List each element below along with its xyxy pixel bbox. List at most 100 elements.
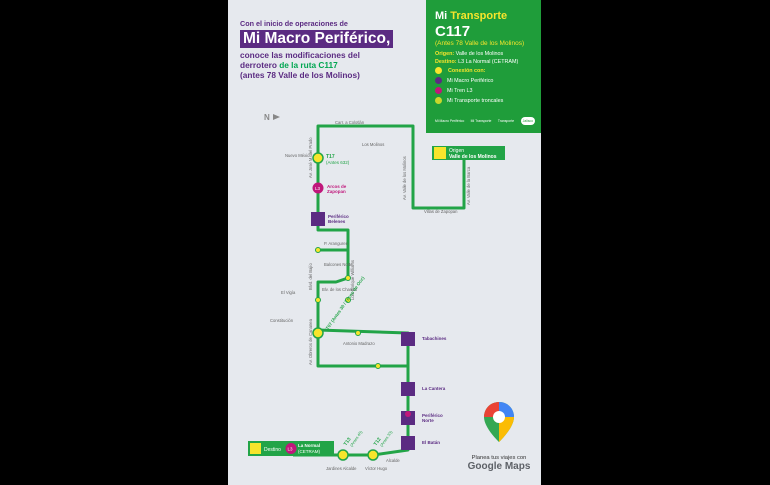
stop-sublabel: (Antes 33): [379, 429, 394, 448]
stop-label: Periférico: [328, 214, 349, 219]
l3-icon: L3: [315, 186, 321, 191]
stop-tabachines: Tabachines: [401, 332, 447, 346]
stop-sublabel: (Antes 632): [326, 160, 350, 165]
stop-periferico-belenes: Periférico Belenes: [311, 212, 349, 226]
street-label: Carr. a Colotlán: [335, 120, 365, 125]
stop-arcos-zapopan: L3 Arcos de Zapopan: [312, 182, 347, 194]
stop-periferico-norte: Periférico Norte: [401, 411, 443, 425]
connection-check: [435, 67, 447, 74]
check-icon: [435, 67, 442, 74]
street-label: El Vigía: [281, 290, 296, 295]
origin-value: Valle de los Molinos: [454, 51, 504, 57]
footer-logos: Mi Macro Periférico Mi Transporte Transp…: [435, 114, 535, 128]
connection-title: Conexión con:: [448, 68, 486, 74]
connection-l3: Mi Tren L3: [435, 87, 472, 94]
stop-dot: [355, 330, 361, 336]
street-label: Av. Valle de la Barca: [466, 166, 471, 205]
route-formerly: (Antes 78 Valle de los Molinos): [435, 40, 525, 47]
logo-jalisco: Jalisco: [520, 117, 535, 125]
connection-macro: Mi Macro Periférico: [435, 77, 493, 84]
connection-troncales: Mi Transporte troncales: [435, 97, 503, 104]
google-maps-caption: Planea tus viajes con: [471, 455, 527, 461]
origin-row: Origen: Valle de los Molinos: [435, 51, 503, 57]
headline-line-3: conoce las modificaciones del derrotero …: [240, 50, 415, 70]
connection-label: Mi Macro Periférico: [447, 77, 494, 84]
headline-line-3b: derrotero: [240, 60, 280, 70]
destination-name: La Normal: [298, 443, 320, 448]
origin-name: Valle de los Molinos: [449, 154, 497, 160]
headline-line-4: (antes 78 Valle de los Molinos): [240, 70, 360, 80]
headline-line-3a: conoce las modificaciones del: [240, 50, 360, 60]
brand-b: Transporte: [450, 10, 508, 22]
stop-la-cantera: La Cantera: [401, 382, 446, 396]
street-label: Antonio Madrazo: [343, 341, 375, 346]
stop-dot: [315, 297, 321, 303]
stop-label: El Batán: [422, 440, 440, 445]
stop-label: T13: [343, 436, 353, 447]
street-label: Balcones Norte: [324, 262, 353, 267]
route-info-panel: Mi Transporte C117 (Antes 78 Valle de lo…: [426, 0, 541, 133]
stop-label: Periférico: [422, 413, 443, 418]
street-label: Av. Valle de los Molinos: [402, 156, 407, 200]
stop-label: Arcos de: [327, 184, 347, 189]
street-label: Villas de Zapopan: [424, 209, 458, 214]
stop-sublabel: Belenes: [328, 219, 346, 224]
street-label: Nuevo México: [285, 153, 312, 158]
headline-highlight: Mi Macro Periférico,: [240, 30, 394, 48]
stop-label: T17: [326, 154, 335, 160]
route-map: N Carr. a Colotlán Los Molinos Av. Valle…: [248, 113, 505, 471]
connection-label: Mi Transporte troncales: [447, 97, 504, 104]
stop-dot: [345, 297, 351, 303]
origin-label: Origen:: [435, 51, 455, 57]
brand: Mi Transporte: [435, 10, 507, 22]
stop-sublabel: (Antes 45): [349, 429, 364, 448]
route-number: C117: [435, 23, 471, 40]
brand-a: Mi: [435, 10, 451, 22]
headline-route: de la ruta C117: [279, 60, 338, 70]
street-label: Blvd. del Bajío: [308, 263, 313, 290]
l3-icon: L3: [288, 447, 294, 452]
street-label: Av. Obreros de Cananea: [308, 318, 313, 365]
stop-el-baton: El Batán: [401, 436, 440, 450]
route-line: [293, 124, 466, 457]
stop-sublabel: Zapopan: [327, 189, 346, 194]
street-label: Alcalde: [386, 458, 400, 463]
street-label: Luis Enrique Williams: [350, 260, 355, 300]
connection-label: Mi Tren L3: [447, 87, 473, 94]
origin-marker: Origen Valle de los Molinos: [432, 146, 505, 160]
street-label: Blv. de los Charros: [322, 287, 357, 292]
google-maps-pin-icon: [484, 402, 514, 442]
street-label: Jardines Alcalde: [326, 466, 357, 471]
street-label: Constitución: [270, 318, 294, 323]
street-label: Av. José M. del Prado: [308, 137, 313, 178]
destination-value: L3 La Normal (CETRAM): [456, 59, 519, 65]
street-label: P. Aranguren: [324, 241, 349, 246]
stop-t17: T17 (Antes 632): [312, 152, 350, 165]
stop-dot: [345, 275, 351, 281]
headline: Con el inicio de operaciones de Mi Macro…: [240, 19, 415, 80]
stop-label: La Cantera: [422, 386, 446, 391]
destination-marker: Destino L3 La Normal (CETRAM): [248, 441, 334, 456]
headline-line-1: Con el inicio de operaciones de: [240, 19, 348, 28]
infographic-canvas: Con el inicio de operaciones de Mi Macro…: [228, 0, 541, 485]
train-icon: [435, 87, 442, 94]
stop-dot: [375, 363, 381, 369]
origin-tag: Origen: [449, 148, 464, 154]
street-label: Víctor Hugo: [365, 466, 388, 471]
north-arrow-icon: N: [264, 113, 280, 122]
route-loop: [316, 248, 408, 368]
bus-icon: [435, 77, 442, 84]
stop-label: Tabachines: [422, 336, 447, 341]
bus-stop-icon: [435, 97, 442, 104]
google-maps-callout: Planea tus viajes con Google Maps: [464, 400, 534, 472]
street-label: Los Molinos: [362, 142, 384, 147]
stop-t07: T07 (Antes 30 / Tecno de Occ): [312, 275, 366, 339]
stop-label: T12: [373, 436, 383, 447]
logo-transporte: Transporte: [497, 119, 515, 123]
stop-dot: [315, 247, 321, 253]
north-label: N: [264, 113, 270, 122]
logo-macro: Mi Macro Periférico: [435, 119, 465, 123]
google-maps-title: Google Maps: [467, 461, 531, 472]
destination-label: Destino:: [435, 59, 457, 65]
logo-mi-transporte: Mi Transporte: [470, 119, 492, 123]
